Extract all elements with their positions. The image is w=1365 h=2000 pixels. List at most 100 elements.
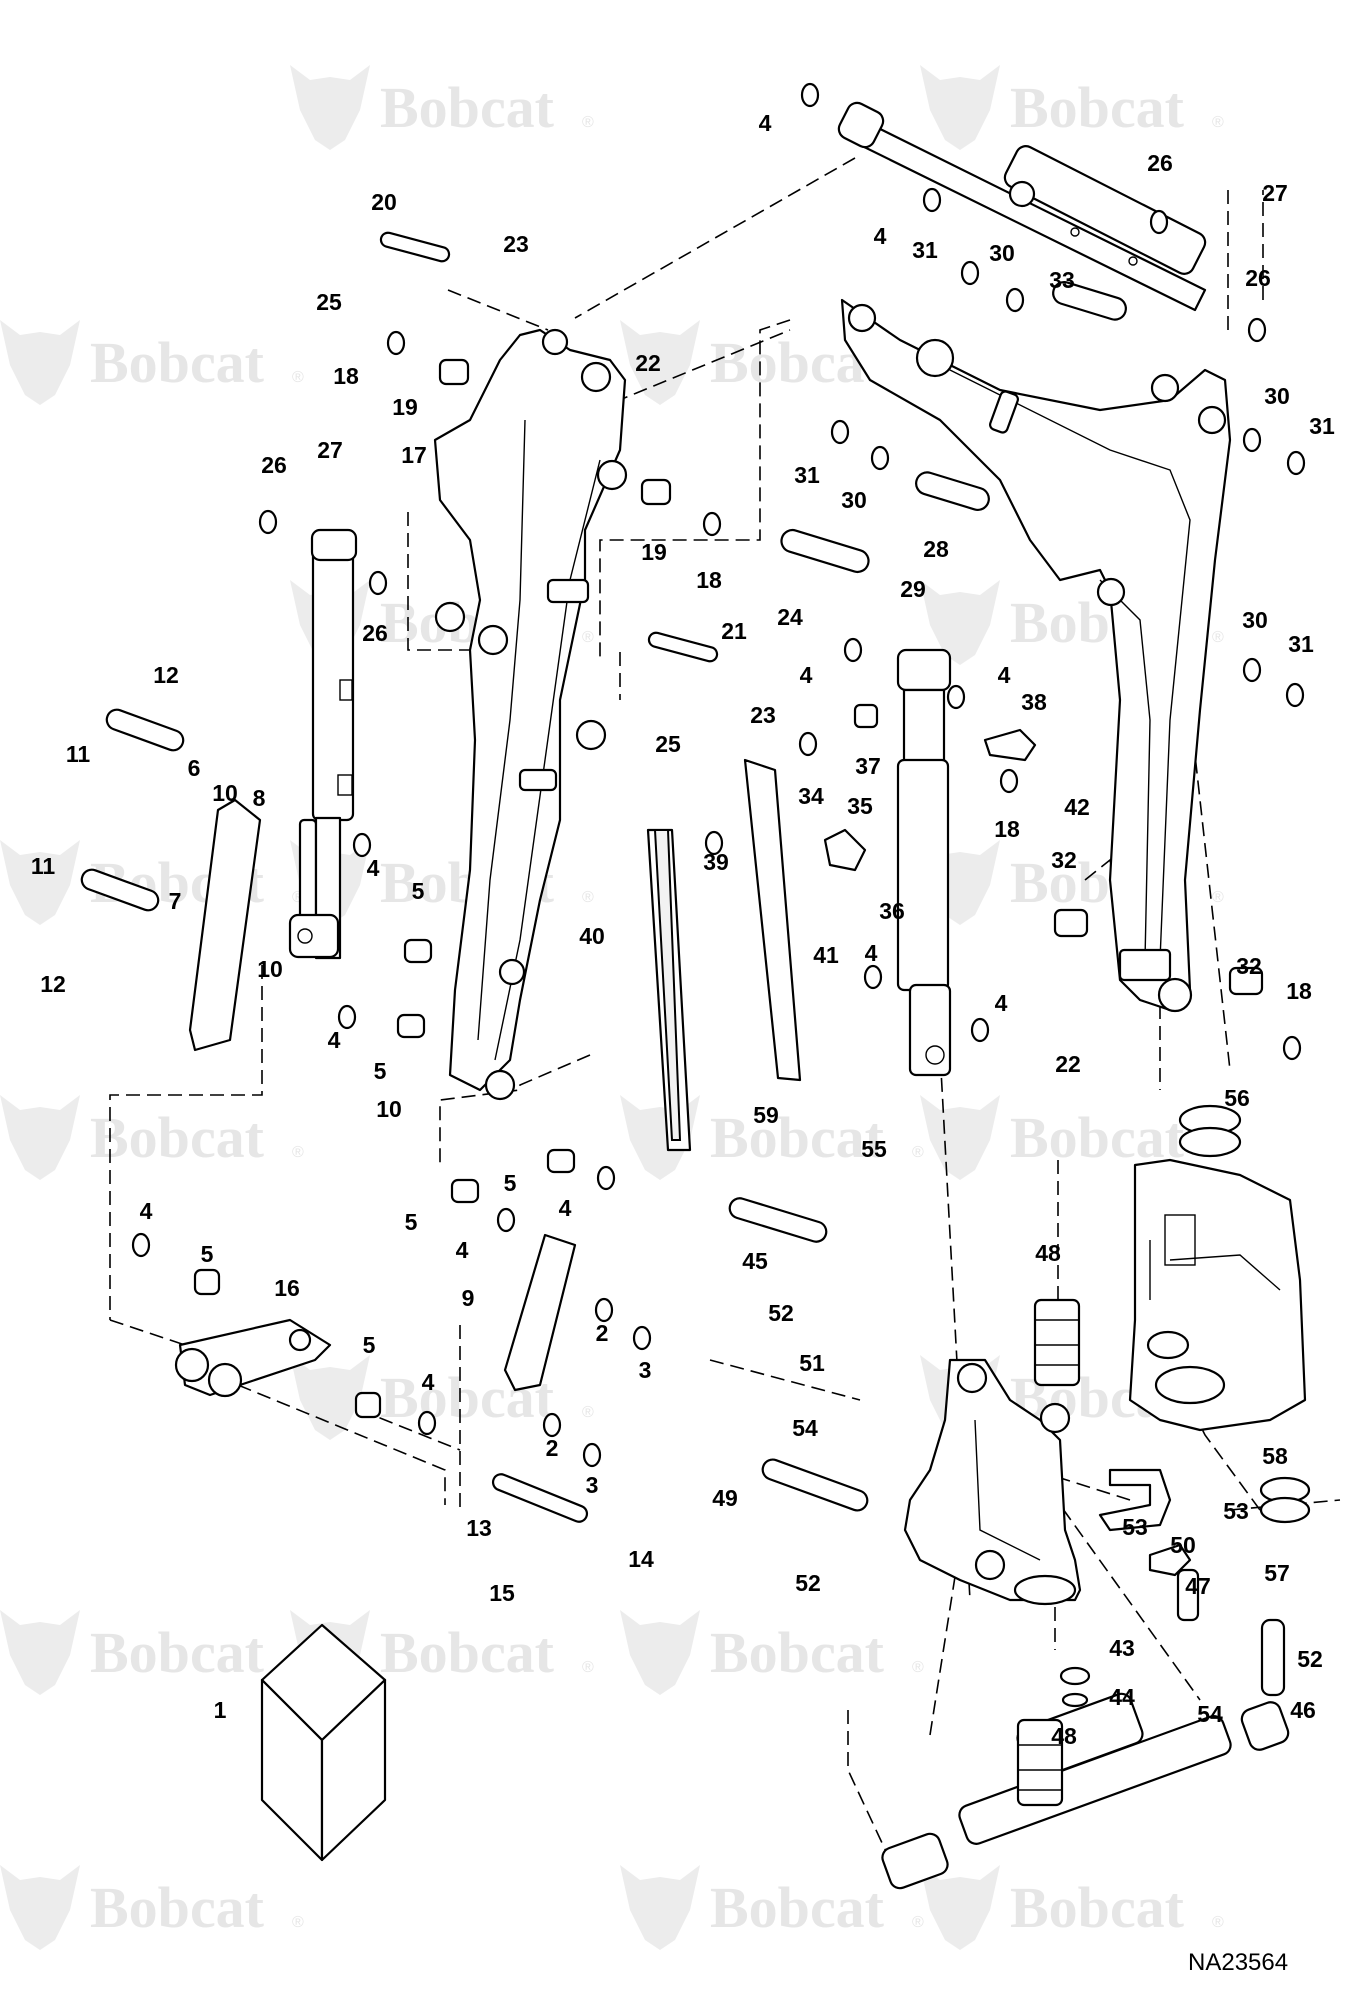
bobcat-logo-icon bbox=[0, 1610, 80, 1695]
callout-number: 26 bbox=[1245, 265, 1271, 291]
callout-5: 5 bbox=[405, 1209, 418, 1235]
callout-18: 18 bbox=[696, 567, 722, 593]
callout-48: 48 bbox=[1035, 1240, 1061, 1266]
callout-26: 26 bbox=[1245, 265, 1271, 291]
callout-number: 36 bbox=[879, 898, 905, 924]
callout-number: 54 bbox=[1197, 1701, 1223, 1727]
callout-55: 55 bbox=[861, 1136, 887, 1162]
washer bbox=[1286, 450, 1306, 476]
watermark-reg-mark: ® bbox=[292, 1914, 304, 1931]
callout-number: 5 bbox=[201, 1241, 214, 1267]
callout-31: 31 bbox=[912, 237, 938, 263]
bobcat-logo-icon bbox=[0, 1865, 80, 1950]
washer bbox=[798, 731, 818, 757]
callout-23: 23 bbox=[750, 702, 776, 728]
callout-26: 26 bbox=[261, 452, 287, 478]
callout-3: 3 bbox=[586, 1472, 599, 1498]
callout-number: 4 bbox=[874, 223, 887, 249]
callout-18: 18 bbox=[1286, 978, 1312, 1004]
callout-number: 5 bbox=[504, 1170, 517, 1196]
callout-26: 26 bbox=[1147, 150, 1173, 176]
callout-number: 46 bbox=[1290, 1697, 1316, 1723]
bobcat-watermark: Bobcat® bbox=[0, 320, 304, 405]
callout-19: 19 bbox=[641, 539, 667, 565]
callout-4: 4 bbox=[328, 1027, 341, 1053]
callout-number: 53 bbox=[1122, 1514, 1148, 1540]
callout-number: 30 bbox=[841, 487, 867, 513]
callout-number: 52 bbox=[1297, 1646, 1323, 1672]
swing-frame bbox=[1128, 1158, 1307, 1432]
callout-number: 5 bbox=[374, 1058, 387, 1084]
callout-number: 18 bbox=[994, 816, 1020, 842]
arm-cylinder bbox=[837, 101, 1207, 312]
callout-number: 42 bbox=[1064, 794, 1090, 820]
callout-number: 20 bbox=[371, 189, 397, 215]
washer bbox=[863, 964, 883, 990]
callout-number: 59 bbox=[753, 1102, 779, 1128]
callout-2: 2 bbox=[546, 1435, 559, 1461]
callout-5: 5 bbox=[374, 1058, 387, 1084]
callout-26: 26 bbox=[362, 620, 388, 646]
callout-30: 30 bbox=[989, 240, 1015, 266]
callout-52: 52 bbox=[1297, 1646, 1323, 1672]
callout-number: 30 bbox=[1242, 607, 1268, 633]
callout-number: 2 bbox=[546, 1435, 559, 1461]
bobcat-logo-icon bbox=[0, 840, 80, 925]
callout-number: 48 bbox=[1035, 1240, 1061, 1266]
callout-number: 47 bbox=[1185, 1573, 1211, 1599]
arm bbox=[840, 298, 1232, 1013]
drawing-number: NA23564 bbox=[1188, 1949, 1288, 1976]
callout-4: 4 bbox=[759, 110, 772, 136]
callout-number: 16 bbox=[274, 1275, 300, 1301]
washer bbox=[386, 330, 406, 356]
callout-44: 44 bbox=[1109, 1684, 1135, 1710]
callout-40: 40 bbox=[579, 923, 605, 949]
callout-number: 31 bbox=[794, 462, 820, 488]
callout-25: 25 bbox=[655, 731, 681, 757]
callout-21: 21 bbox=[721, 618, 747, 644]
callout-number: 51 bbox=[799, 1350, 825, 1376]
washer bbox=[337, 1004, 357, 1030]
callout-number: 22 bbox=[1055, 1051, 1081, 1077]
callout-1: 1 bbox=[214, 1697, 227, 1723]
washer bbox=[922, 187, 942, 213]
bobcat-watermark: Bobcat® bbox=[0, 1095, 304, 1180]
swing-bracket bbox=[903, 1358, 1082, 1606]
callout-number: 10 bbox=[376, 1096, 402, 1122]
callout-30: 30 bbox=[841, 487, 867, 513]
callout-number: 7 bbox=[169, 888, 182, 914]
watermark-reg-mark: ® bbox=[292, 369, 304, 386]
callout-number: 41 bbox=[813, 942, 839, 968]
callout-number: 21 bbox=[721, 618, 747, 644]
washer bbox=[702, 511, 722, 537]
callout-35: 35 bbox=[847, 793, 873, 819]
callout-59: 59 bbox=[753, 1102, 779, 1128]
callout-10: 10 bbox=[257, 956, 283, 982]
washer bbox=[352, 832, 372, 858]
callout-number: 26 bbox=[1147, 150, 1173, 176]
watermark-reg-mark: ® bbox=[292, 1144, 304, 1161]
washers bbox=[131, 82, 1306, 1468]
callout-45: 45 bbox=[742, 1248, 768, 1274]
callout-number: 9 bbox=[462, 1285, 475, 1311]
callout-4: 4 bbox=[456, 1237, 469, 1263]
bobcat-watermark: Bobcat® bbox=[920, 1865, 1224, 1950]
bobcat-logo-icon bbox=[920, 1865, 1000, 1950]
callout-number: 17 bbox=[401, 442, 427, 468]
callout-28: 28 bbox=[923, 536, 949, 562]
callout-number: 32 bbox=[1236, 953, 1262, 979]
bobcat-watermark: Bobcat® bbox=[290, 65, 594, 150]
callout-number: 55 bbox=[861, 1136, 887, 1162]
washer bbox=[368, 570, 388, 596]
callout-39: 39 bbox=[703, 849, 729, 875]
callout-number: 4 bbox=[759, 110, 772, 136]
bobcat-watermark: Bobcat® bbox=[620, 1865, 924, 1950]
callout-number: 4 bbox=[456, 1237, 469, 1263]
callout-number: 22 bbox=[635, 350, 661, 376]
callout-22: 22 bbox=[635, 350, 661, 376]
watermark-reg-mark: ® bbox=[912, 1144, 924, 1161]
callout-number: 12 bbox=[153, 662, 179, 688]
callout-number: 40 bbox=[579, 923, 605, 949]
callout-number: 33 bbox=[1049, 267, 1075, 293]
main-boom bbox=[433, 328, 628, 1101]
